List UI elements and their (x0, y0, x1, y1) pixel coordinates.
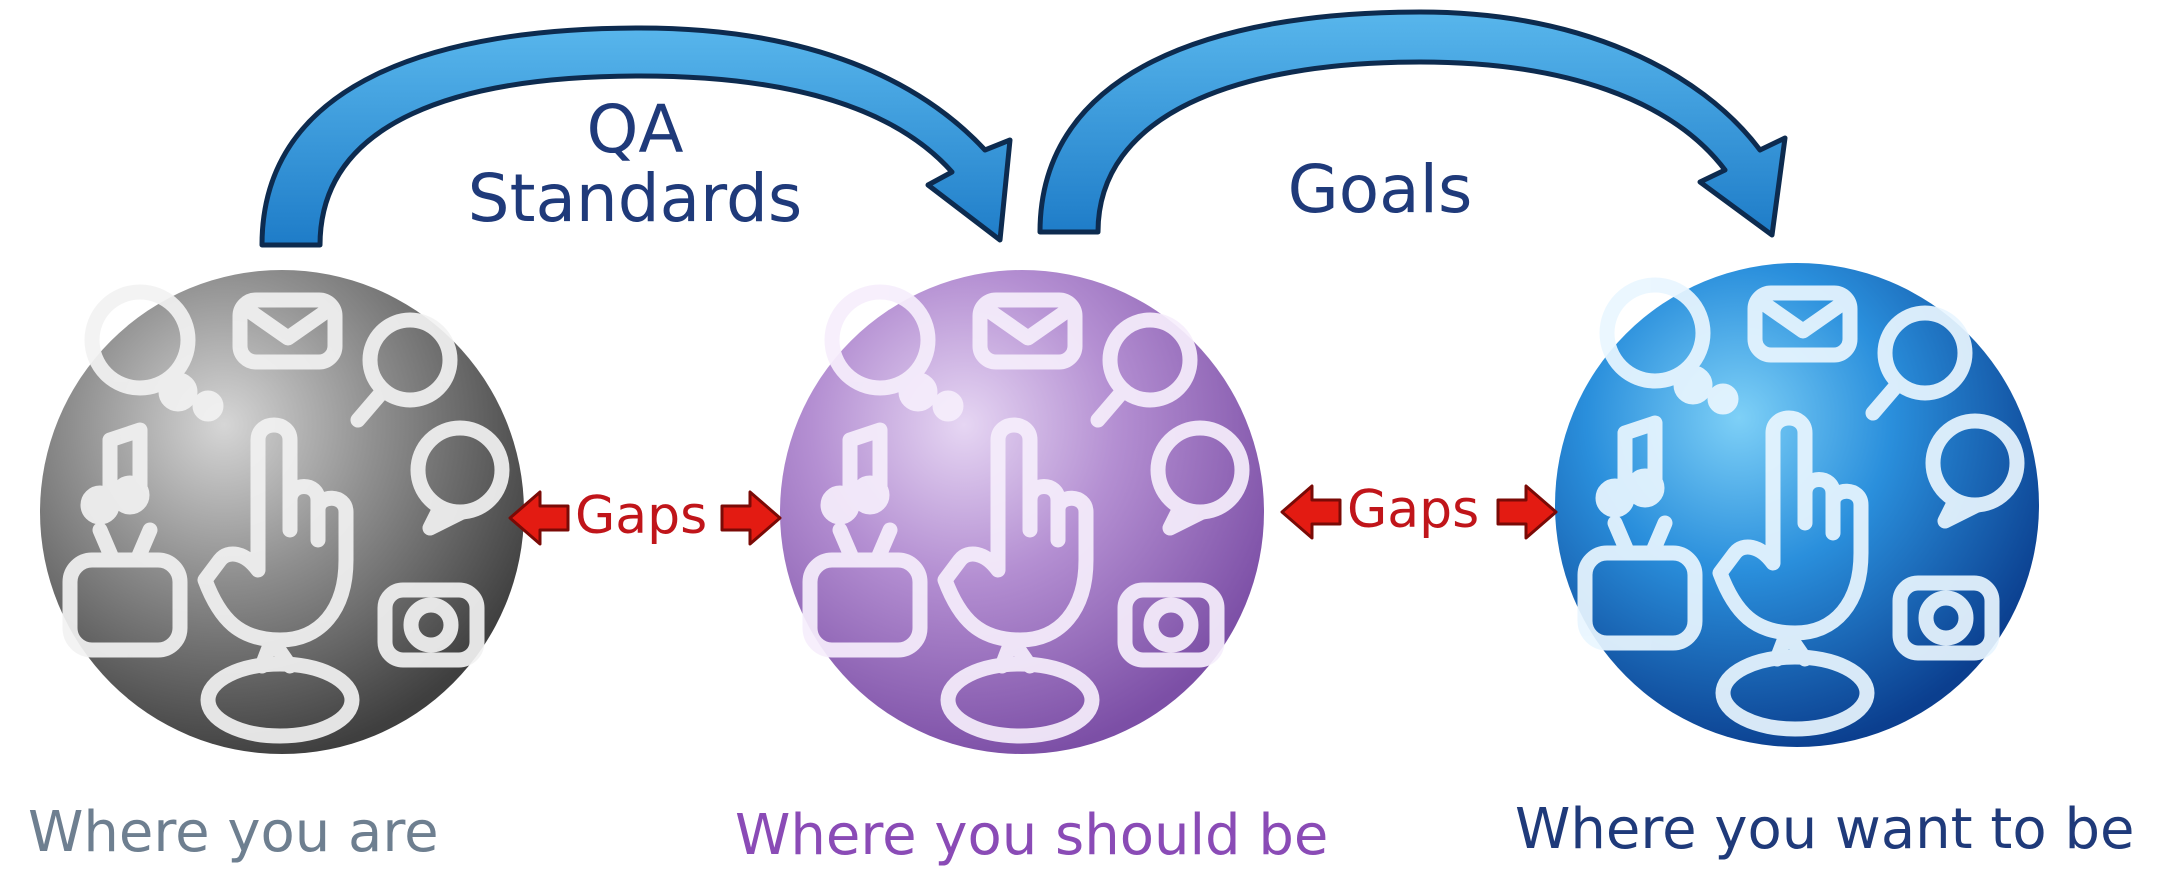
gap-label-2: Gaps (1347, 480, 1480, 540)
magnifier-icon (350, 312, 458, 428)
chat-icon (1150, 420, 1250, 536)
magnifier-icon (1865, 305, 1973, 421)
arc-label-line-1: QA (586, 91, 684, 168)
arc-arrow-goals (1037, 9, 1788, 238)
camera-icon (1892, 575, 2000, 661)
right-arrow-icon (720, 490, 782, 546)
speech-bubble-icon (1715, 625, 1875, 737)
pointing-hand-icon (197, 417, 354, 648)
sphere-where-you-are (40, 270, 524, 754)
arc-label-line-1: Goals (1287, 151, 1473, 228)
speech-bubble-icon (200, 632, 360, 744)
sphere-where-you-want-to-be (1555, 263, 2039, 747)
magnifier-icon (1090, 312, 1198, 428)
right-arrow-icon (1496, 484, 1558, 540)
chat-icon (1925, 413, 2025, 529)
caption-where-you-should-be: Where you should be (735, 803, 1329, 868)
envelope-icon (1747, 285, 1858, 363)
envelope-icon (972, 292, 1083, 370)
camera-icon (377, 582, 485, 668)
arc-label-qa-standards: QA Standards (455, 95, 815, 234)
sphere-where-you-should-be (780, 270, 1264, 754)
arc-label-goals: Goals (1240, 151, 1520, 228)
pointing-hand-icon (1712, 410, 1869, 641)
caption-where-you-are: Where you are (28, 800, 439, 865)
speech-bubble-icon (940, 632, 1100, 744)
left-arrow-icon (1280, 484, 1342, 540)
music-note-icon (820, 422, 890, 525)
envelope-icon (232, 292, 343, 370)
music-note-icon (1595, 415, 1665, 518)
music-note-icon (80, 422, 150, 525)
tv-icon (802, 522, 928, 658)
caption-where-you-want-to-be: Where you want to be (1515, 797, 2135, 862)
tv-icon (1577, 515, 1703, 651)
pointing-hand-icon (937, 417, 1094, 648)
chat-icon (410, 420, 510, 536)
gap-arrows-2 (1280, 484, 1558, 540)
camera-icon (1117, 582, 1225, 668)
thought-bubble-icon (1599, 277, 1711, 389)
left-arrow-icon (508, 490, 570, 546)
gap-label-1: Gaps (575, 486, 708, 546)
gap-arrows-1 (508, 490, 782, 546)
thought-bubble-icon (84, 284, 196, 396)
arc-arrow-qa-standards (259, 25, 1013, 248)
thought-bubble-icon (824, 284, 936, 396)
arc-label-line-2: Standards (467, 160, 803, 238)
tv-icon (62, 522, 188, 658)
